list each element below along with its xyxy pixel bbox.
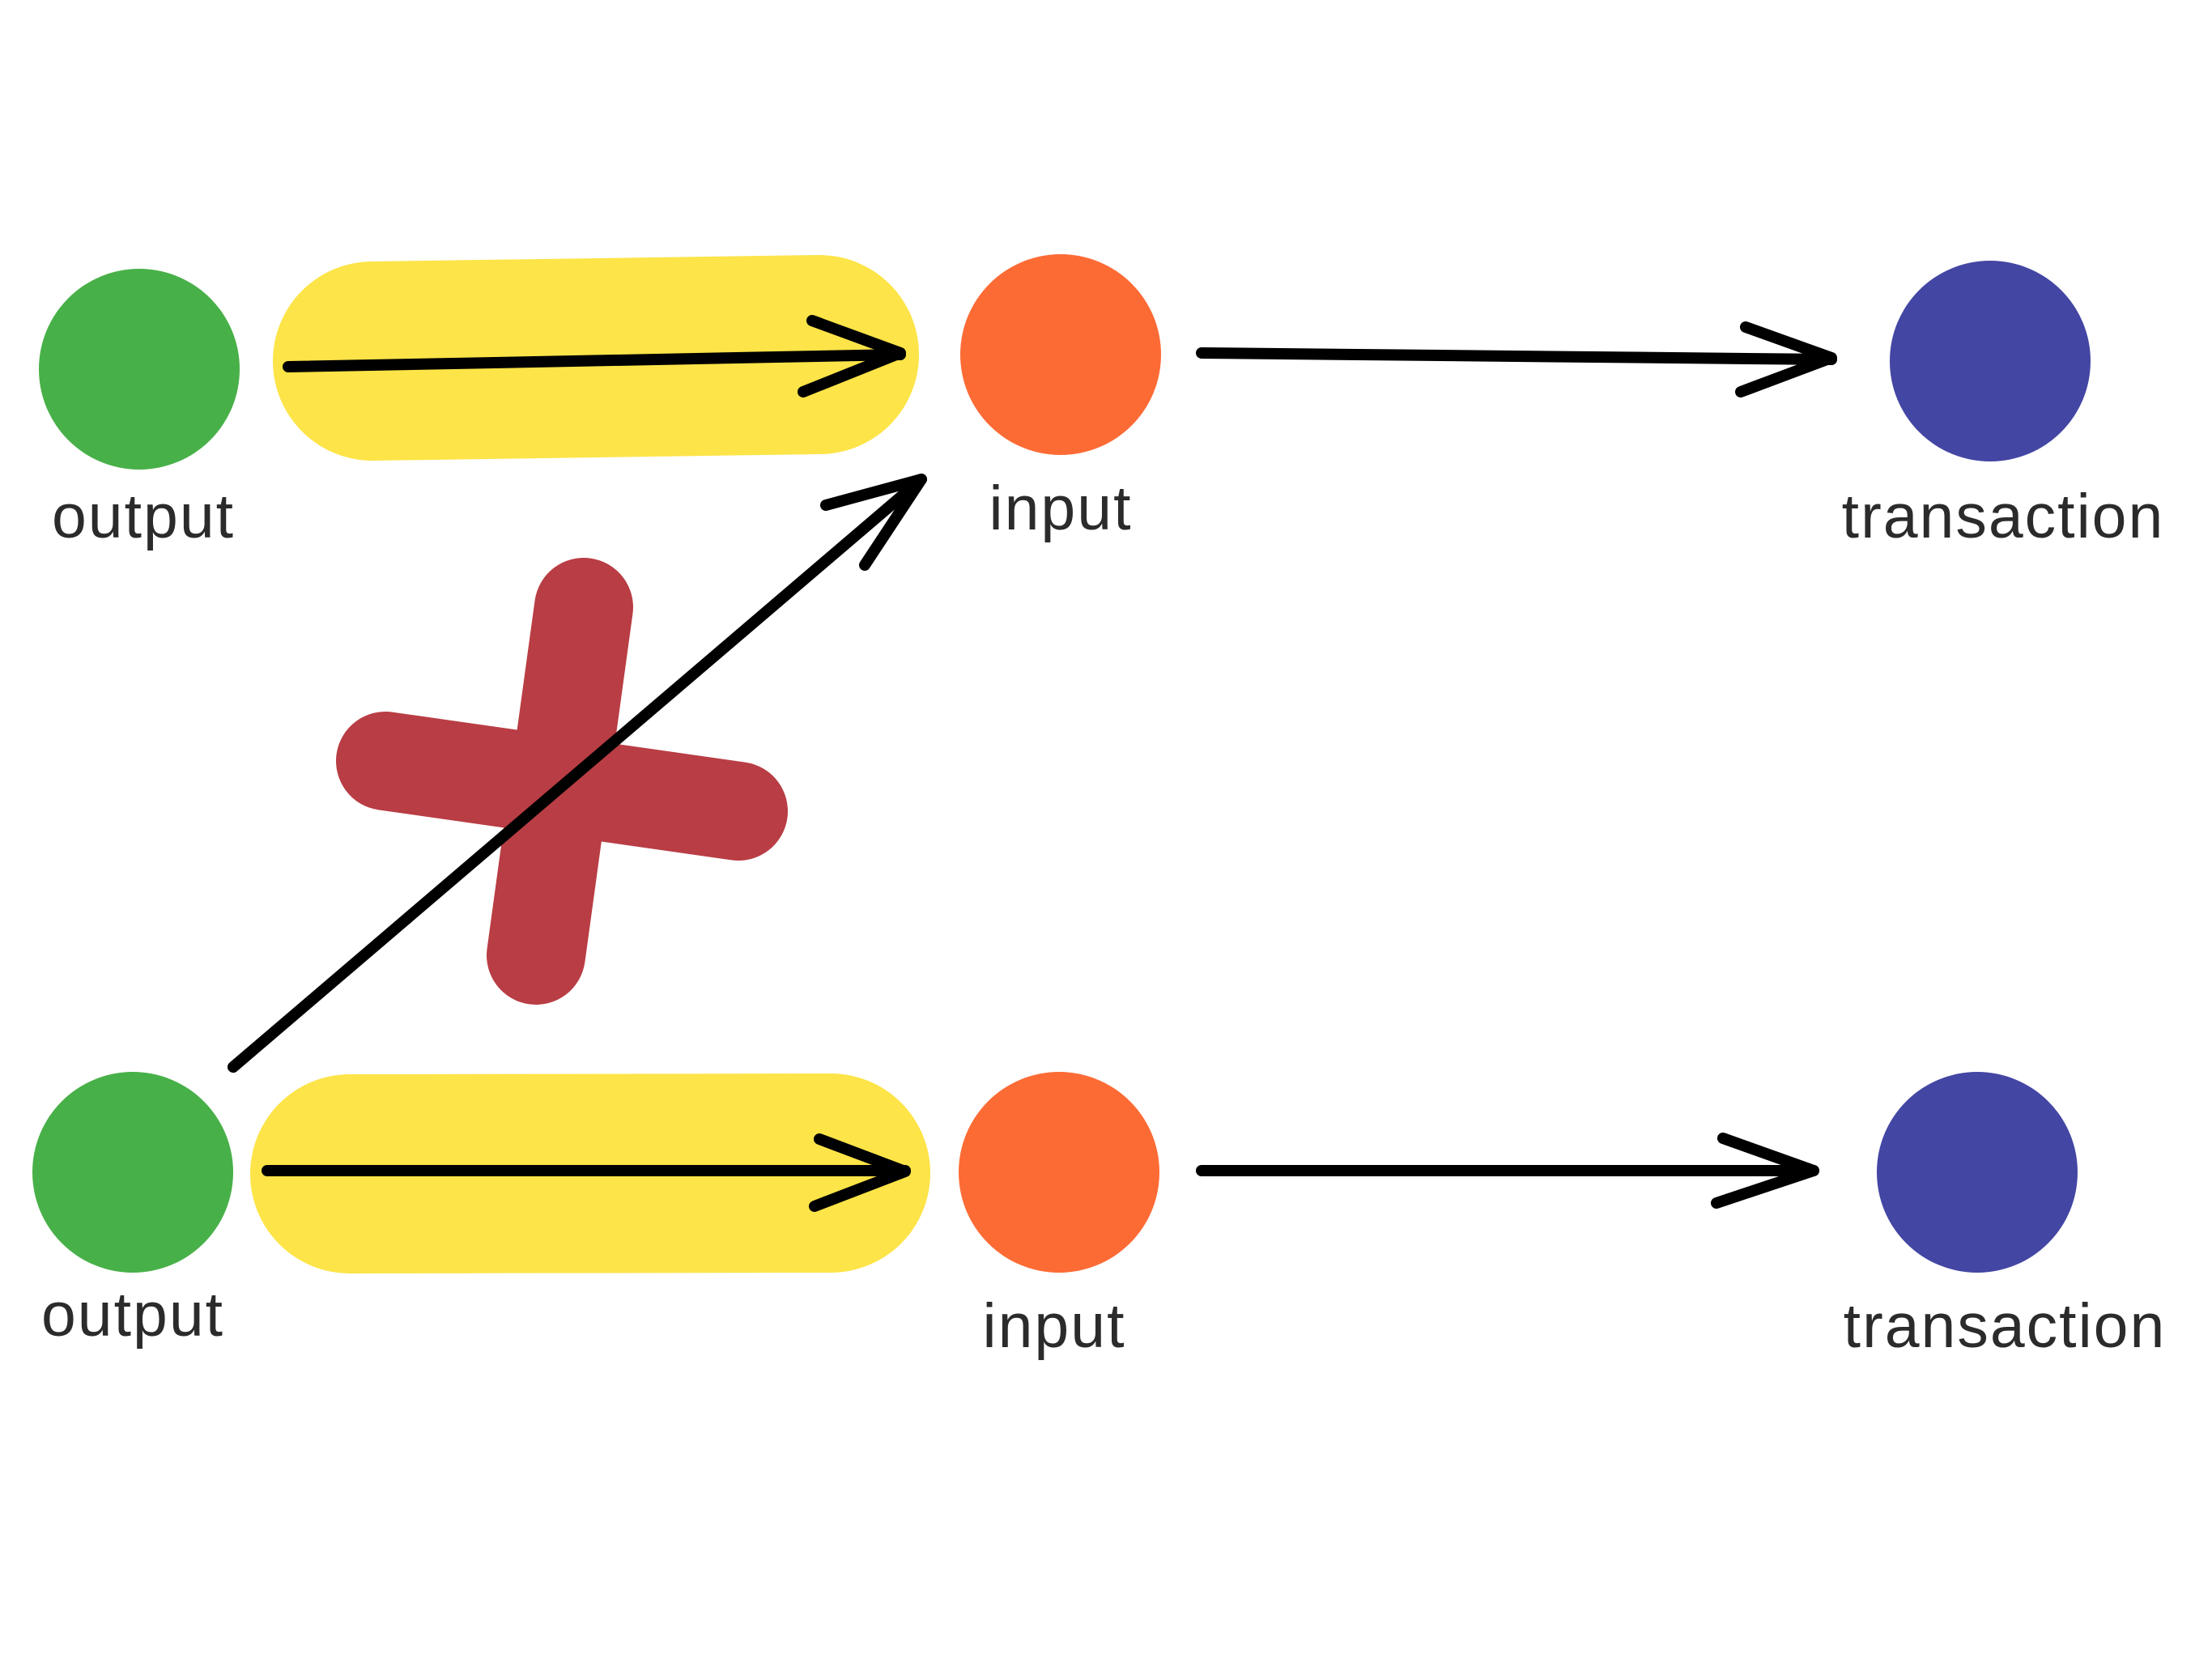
output-node-row2 (32, 1072, 233, 1273)
arrow-input-to-transaction-row2 (1196, 1133, 1819, 1209)
arrow-output-to-input-row1 (283, 315, 906, 397)
output-node-row1 (39, 269, 240, 470)
input-label-row2: input (983, 1291, 1126, 1361)
output-label-row1: output (52, 482, 235, 551)
transaction-label-row2: transaction (1844, 1291, 2167, 1361)
input-node-row2 (959, 1072, 1159, 1273)
arrow-diagonal-output-row2-to-input-row1 (228, 474, 927, 1073)
transaction-label-row1: transaction (1842, 482, 2165, 551)
input-label-row1: input (989, 474, 1133, 543)
transaction-node-row1 (1890, 261, 2091, 461)
transaction-node-row2 (1877, 1072, 2078, 1273)
input-node-row1 (960, 254, 1161, 455)
arrow-input-to-transaction-row1 (1196, 321, 1837, 397)
arrow-output-to-input-row2 (262, 1133, 911, 1212)
output-label-row2: output (41, 1280, 224, 1350)
